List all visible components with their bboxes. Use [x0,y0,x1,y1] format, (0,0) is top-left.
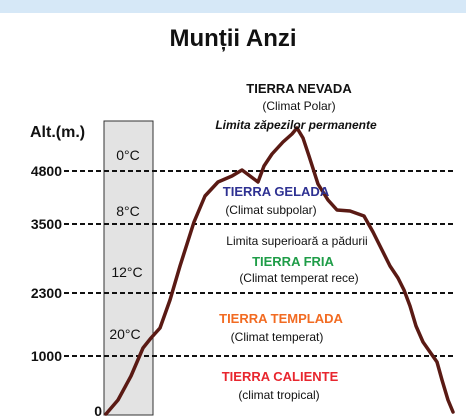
altitude-tick-0: 0 [94,403,102,419]
mountain-outline [104,126,455,416]
zone-templada-name: TIERRA TEMPLADA [219,311,343,326]
zone-gelada-name: TIERRA GELADA [223,184,330,199]
zone-fria-climate: (Climat temperat rece) [239,271,358,285]
temperature-label-8: 8°C [116,203,140,219]
temperature-label-0: 0°C [116,147,140,163]
altitude-tick-4800: 4800 [31,163,62,179]
altitude-tick-1000: 1000 [31,348,62,364]
temperature-label-20: 20°C [109,326,140,342]
zone-nevada-name: TIERRA NEVADA [246,81,352,96]
altitude-axis-label: Alt.(m.) [30,124,85,141]
tree-line-note: Limita superioară a pădurii [226,234,367,248]
zone-nevada-climate: (Climat Polar) [262,99,335,113]
diagram-title: Munții Anzi [169,25,296,52]
zone-fria-name: TIERRA FRIA [252,254,334,269]
snow-line-note: Limita zăpezilor permanente [215,118,377,132]
header-band [0,0,466,13]
zone-caliente-name: TIERRA CALIENTE [222,369,339,384]
temperature-label-12: 12°C [111,264,142,280]
altitude-tick-3500: 3500 [31,216,62,232]
altitude-tick-2300: 2300 [31,285,62,301]
zone-templada-climate: (Climat temperat) [231,330,324,344]
zone-caliente-climate: (climat tropical) [238,388,319,402]
zone-gelada-climate: (Climat subpolar) [225,203,316,217]
